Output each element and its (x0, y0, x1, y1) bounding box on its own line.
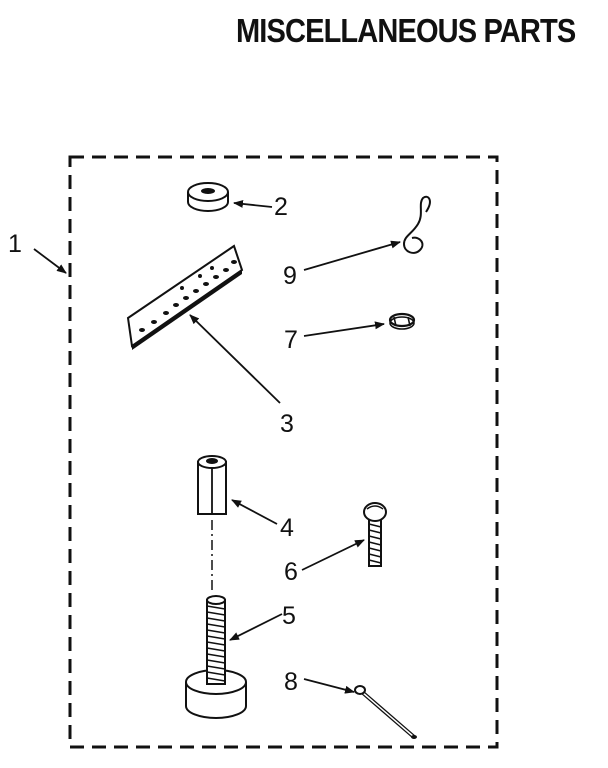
callout-8: 8 (284, 668, 298, 696)
leader-1 (33, 248, 67, 274)
leader-4 (231, 499, 278, 525)
callout-5: 5 (282, 602, 296, 630)
leader-3 (189, 314, 281, 404)
washer-part (187, 182, 229, 212)
page-title: MISCELLANEOUS PARTS (236, 12, 576, 49)
leader-6 (301, 539, 365, 571)
hook-part (402, 195, 431, 254)
kit-boundary (68, 155, 499, 749)
callout-6: 6 (284, 558, 298, 586)
callout-1: 1 (8, 230, 22, 258)
leader-5 (229, 613, 283, 641)
bracket-part (126, 244, 244, 350)
coupling-part (197, 455, 227, 515)
callout-9: 9 (283, 262, 297, 290)
leader-7 (303, 321, 385, 337)
pin-part (354, 685, 417, 739)
callout-2: 2 (274, 193, 288, 221)
leader-2 (233, 199, 273, 208)
clamp-part (388, 312, 416, 330)
leader-9 (303, 240, 401, 271)
screw-part (363, 502, 387, 567)
callout-4: 4 (280, 514, 294, 542)
leveling-leg-part (185, 595, 247, 719)
callout-3: 3 (280, 410, 294, 438)
leader-8 (303, 678, 355, 694)
callout-7: 7 (284, 326, 298, 354)
